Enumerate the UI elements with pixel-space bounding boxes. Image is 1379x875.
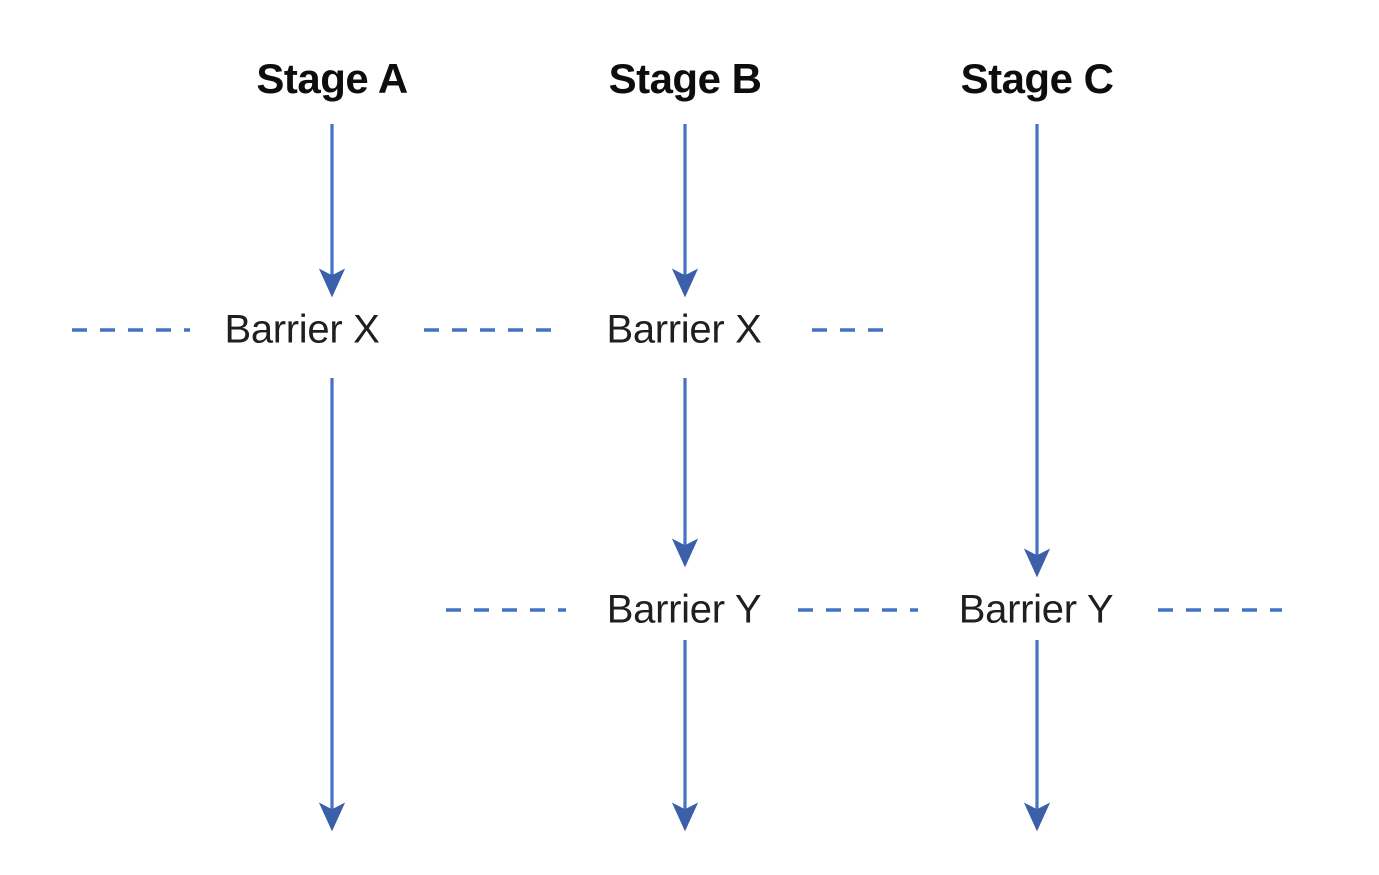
stage-label-c: Stage C [960,55,1114,102]
arrow-group [318,124,1051,832]
barrier-node-x-stage-b: Barrier X [596,307,772,353]
barrier-node-y-stage-c: Barrier Y [948,587,1124,633]
barrier-node-y-stage-b: Barrier Y [596,587,772,633]
dashed-connector-group [72,328,1282,612]
stage-label-a: Stage A [256,55,408,102]
stage-label-b: Stage B [608,55,762,102]
barrier-node-x-stage-a: Barrier X [214,307,390,353]
